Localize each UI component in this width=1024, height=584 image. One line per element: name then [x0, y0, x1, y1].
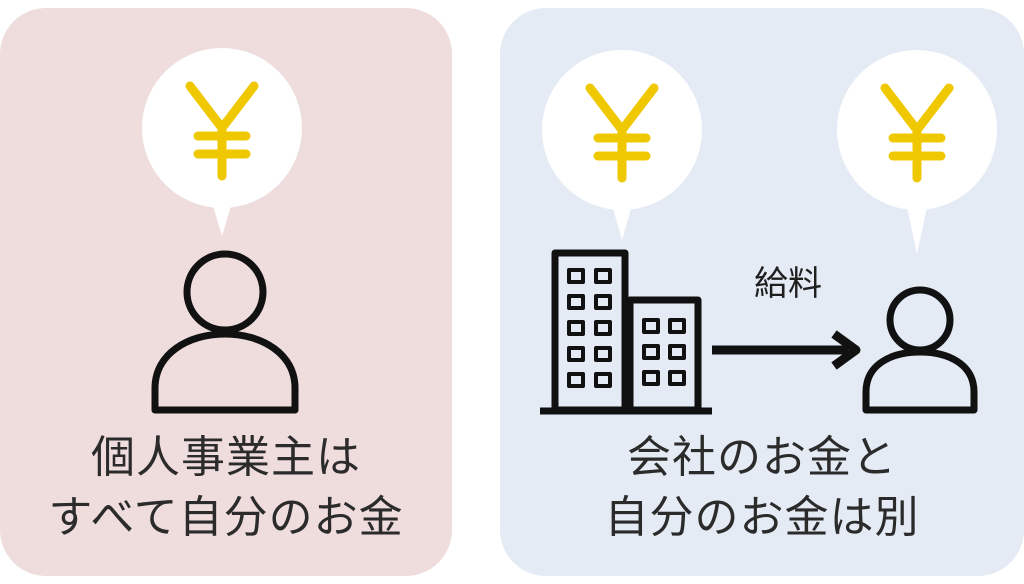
caption-line: 個人事業主は — [91, 432, 361, 483]
yen-icon — [585, 83, 659, 183]
caption-line: すべて自分のお金 — [48, 492, 404, 543]
caption-line: 会社のお金と — [627, 432, 897, 483]
individual-caption: 個人事業主は すべて自分のお金 — [0, 428, 452, 548]
company-caption: 会社のお金と 自分のお金は別 — [500, 428, 1024, 548]
building-icon — [540, 249, 712, 415]
yen-icon — [880, 83, 954, 183]
person-icon — [862, 286, 978, 414]
yen-icon — [185, 81, 259, 181]
person-icon — [151, 250, 299, 414]
caption-line: 自分のお金は別 — [604, 492, 920, 543]
arrow-right-icon — [712, 330, 861, 370]
salary-label: 給料 — [754, 264, 822, 304]
